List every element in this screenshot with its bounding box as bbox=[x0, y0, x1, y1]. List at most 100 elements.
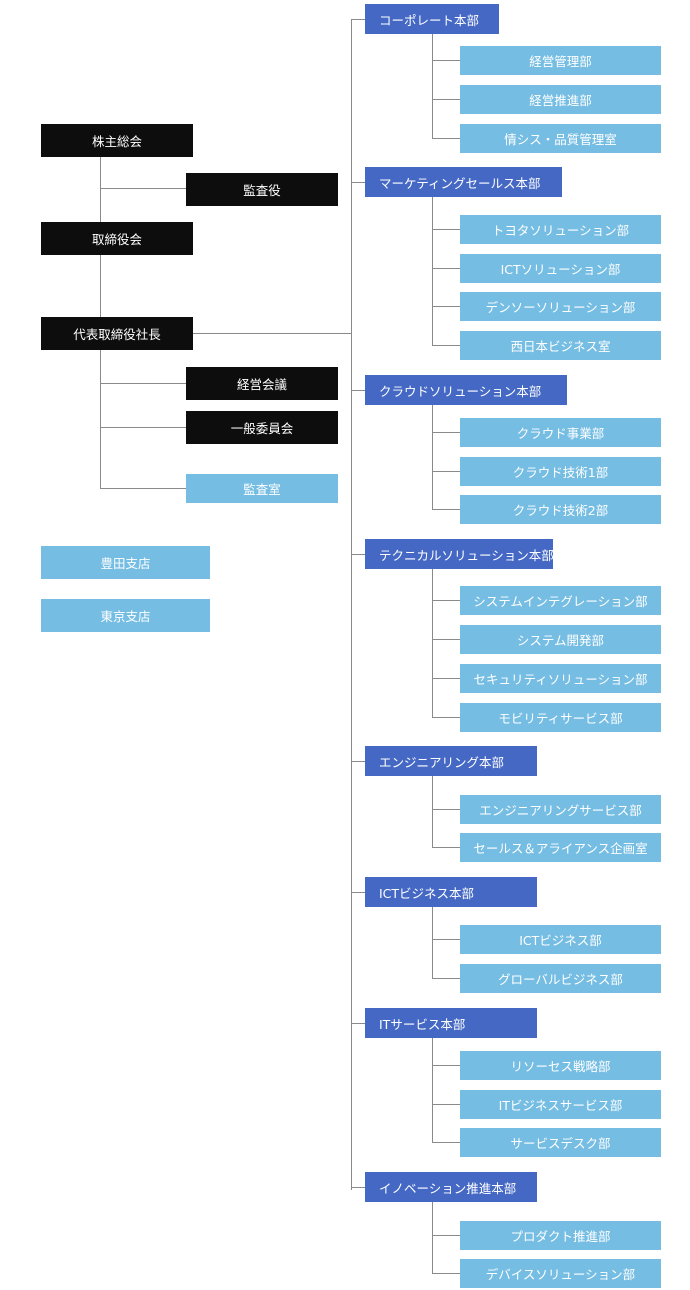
department-branch-line bbox=[432, 1038, 433, 1143]
department-box: サービスデスク部 bbox=[460, 1128, 661, 1157]
department-branch-line bbox=[432, 776, 433, 848]
hq-connector bbox=[351, 892, 365, 893]
hq-connector bbox=[351, 390, 365, 391]
department-box: 経営推進部 bbox=[460, 85, 661, 114]
department-box: デンソーソリューション部 bbox=[460, 292, 661, 321]
department-box: トヨタソリューション部 bbox=[460, 215, 661, 244]
hq-connector bbox=[351, 1187, 365, 1188]
department-connector bbox=[432, 939, 460, 940]
department-connector bbox=[432, 978, 460, 979]
department-label: サービスデスク部 bbox=[510, 1136, 611, 1151]
department-branch-line bbox=[432, 907, 433, 979]
department-box: エンジニアリングサービス部 bbox=[460, 795, 661, 824]
hq-connector bbox=[351, 554, 365, 555]
department-box: 経営管理部 bbox=[460, 46, 661, 75]
department-label: システム開発部 bbox=[516, 633, 605, 648]
department-label: エンジニアリングサービス部 bbox=[479, 803, 642, 818]
department-box: セールス＆アライアンス企画室 bbox=[460, 833, 661, 862]
department-box: 情シス・品質管理室 bbox=[460, 124, 661, 153]
department-connector bbox=[432, 1104, 460, 1105]
department-connector bbox=[432, 1235, 460, 1236]
department-label: クラウド事業部 bbox=[516, 426, 605, 441]
headquarters-label: ICTビジネス本部 bbox=[379, 885, 475, 901]
president-box: 代表取締役社長 bbox=[41, 317, 193, 350]
department-label: 経営管理部 bbox=[529, 54, 592, 69]
department-branch-line bbox=[432, 405, 433, 510]
management-meeting-box: 経営会議 bbox=[186, 367, 338, 400]
board-label: 取締役会 bbox=[91, 232, 142, 247]
headquarters-label: コーポレート本部 bbox=[379, 12, 480, 28]
department-connector bbox=[432, 345, 460, 346]
headquarters-label: クラウドソリューション本部 bbox=[379, 383, 542, 399]
hq-connector bbox=[351, 182, 365, 183]
department-label: ICTソリューション部 bbox=[500, 262, 621, 277]
shareholders-meeting-label: 株主総会 bbox=[91, 134, 142, 149]
department-branch-line bbox=[432, 1202, 433, 1274]
department-connector bbox=[432, 1065, 460, 1066]
president-to-trunk-connector bbox=[193, 333, 352, 334]
department-branch-line bbox=[432, 34, 433, 139]
management-meeting-connector bbox=[100, 383, 186, 384]
headquarters-box: クラウドソリューション本部 bbox=[365, 375, 567, 405]
tokyo-branch-box: 東京支店 bbox=[41, 599, 210, 632]
president-label: 代表取締役社長 bbox=[73, 327, 161, 342]
department-box: リソーセス戦略部 bbox=[460, 1051, 661, 1080]
department-connector bbox=[432, 1273, 460, 1274]
department-branch-line bbox=[432, 569, 433, 718]
department-box: セキュリティソリューション部 bbox=[460, 664, 661, 693]
department-box: ITビジネスサービス部 bbox=[460, 1090, 661, 1119]
shareholders-meeting-box: 株主総会 bbox=[41, 124, 193, 157]
tokyo-branch-label: 東京支店 bbox=[100, 609, 151, 624]
toyota-branch-label: 豊田支店 bbox=[100, 556, 151, 571]
headquarters-box: コーポレート本部 bbox=[365, 4, 499, 34]
general-committee-box: 一般委員会 bbox=[186, 411, 338, 444]
department-label: セールス＆アライアンス企画室 bbox=[473, 841, 648, 856]
headquarters-label: ITサービス本部 bbox=[379, 1016, 466, 1032]
general-committee-label: 一般委員会 bbox=[230, 421, 294, 436]
department-label: クラウド技術2部 bbox=[512, 503, 609, 518]
department-label: トヨタソリューション部 bbox=[491, 223, 630, 238]
headquarters-box: イノベーション推進本部 bbox=[365, 1172, 537, 1202]
department-connector bbox=[432, 1142, 460, 1143]
department-box: プロダクト推進部 bbox=[460, 1221, 661, 1250]
headquarters-box: テクニカルソリューション本部 bbox=[365, 539, 554, 569]
department-connector bbox=[432, 229, 460, 230]
department-connector bbox=[432, 60, 460, 61]
headquarters-box: エンジニアリング本部 bbox=[365, 746, 537, 776]
department-label: クラウド技術1部 bbox=[512, 465, 609, 480]
department-label: 経営推進部 bbox=[529, 93, 592, 108]
headquarters-box: ITサービス本部 bbox=[365, 1008, 537, 1038]
toyota-branch-box: 豊田支店 bbox=[41, 546, 210, 579]
headquarters-box: マーケティングセールス本部 bbox=[365, 167, 562, 197]
hq-connector bbox=[351, 761, 365, 762]
department-label: デバイスソリューション部 bbox=[485, 1267, 636, 1282]
department-box: ICTソリューション部 bbox=[460, 254, 661, 283]
department-branch-line bbox=[432, 197, 433, 346]
department-connector bbox=[432, 99, 460, 100]
audit-office-box: 監査室 bbox=[186, 474, 338, 503]
department-box: クラウド技術1部 bbox=[460, 457, 661, 486]
department-connector bbox=[432, 471, 460, 472]
department-box: モビリティサービス部 bbox=[460, 703, 661, 732]
department-label: ICTビジネス部 bbox=[519, 933, 602, 948]
auditor-connector bbox=[100, 188, 186, 189]
department-connector bbox=[432, 678, 460, 679]
department-label: デンソーソリューション部 bbox=[485, 300, 636, 315]
department-connector bbox=[432, 600, 460, 601]
headquarters-label: イノベーション推進本部 bbox=[379, 1180, 517, 1196]
department-connector bbox=[432, 717, 460, 718]
department-connector bbox=[432, 509, 460, 510]
department-connector bbox=[432, 847, 460, 848]
department-connector bbox=[432, 138, 460, 139]
department-connector bbox=[432, 809, 460, 810]
department-label: セキュリティソリューション部 bbox=[473, 672, 648, 687]
audit-office-connector bbox=[100, 488, 186, 489]
headquarters-box: ICTビジネス本部 bbox=[365, 877, 537, 907]
department-box: システムインテグレーション部 bbox=[460, 586, 661, 615]
department-box: クラウド技術2部 bbox=[460, 495, 661, 524]
headquarters-label: マーケティングセールス本部 bbox=[379, 175, 541, 191]
department-box: デバイスソリューション部 bbox=[460, 1259, 661, 1288]
department-box: クラウド事業部 bbox=[460, 418, 661, 447]
management-meeting-label: 経営会議 bbox=[236, 377, 287, 392]
department-label: 西日本ビジネス室 bbox=[510, 339, 611, 354]
